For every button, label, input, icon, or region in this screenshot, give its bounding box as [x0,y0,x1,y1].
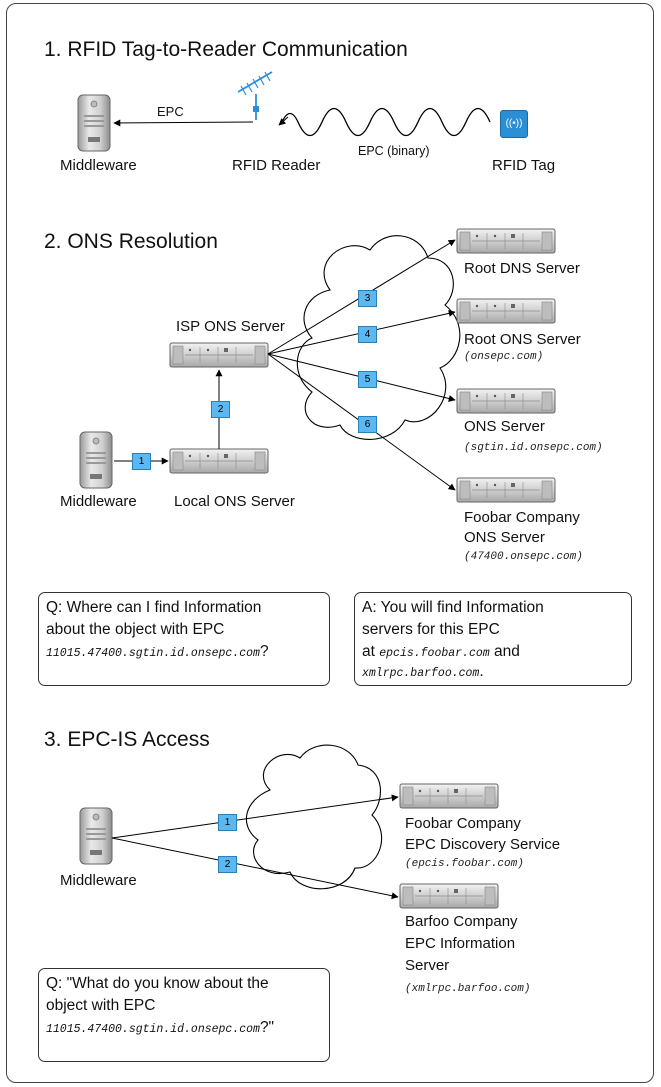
foobar-discovery-domain: (epcis.foobar.com) [405,858,524,870]
step-badge-1: 1 [132,453,151,470]
ons-server-domain: (sgtin.id.onsepc.com) [464,442,603,454]
foobar-ons-label-2: ONS Server [464,529,545,546]
middleware-computer-icon [77,94,111,152]
barfoo-label-3: Server [405,957,450,974]
ons-question-box: Q: Where can I find Information about th… [38,592,330,686]
root-ons-label: Root ONS Server [464,331,581,348]
root-dns-label: Root DNS Server [464,260,580,277]
ons-answer-and: and [489,643,520,660]
barfoo-label-2: EPC Information [405,935,516,952]
ons-question-line-2: about the object with EPC [46,621,225,638]
step-badge-2: 2 [211,401,230,418]
epcis-question-epc: 11015.47400.sgtin.id.onsepc.com [46,1023,260,1036]
middleware-computer-icon-3 [79,807,113,865]
foobar-discovery-server-icon [399,783,499,809]
local-ons-label: Local ONS Server [174,493,295,510]
middleware-label-3: Middleware [60,872,137,889]
epc-arrow [113,119,254,127]
root-dns-server-icon [456,228,556,254]
foobar-ons-domain: (47400.onsepc.com) [464,551,583,563]
step-badge-5: 5 [358,371,377,388]
ons-answer-host-2: xmlrpc.barfoo.com [362,667,480,680]
internet-cloud-2 [245,744,383,890]
ons-answer-at: at [362,643,380,660]
arrow-s3-2 [111,837,399,900]
ons-answer-end: . [479,663,484,680]
ons-answer-line-2: servers for this EPC [362,621,500,638]
rfid-tag-label: RFID Tag [492,157,556,174]
step-badge-3: 3 [358,290,377,307]
arrow-s3-1 [111,794,399,839]
ons-answer-box: A: You will find Information servers for… [354,592,632,686]
root-ons-domain: (onsepc.com) [464,351,544,363]
section-2-title: 2. ONS Resolution [44,230,218,253]
diagram-frame [6,3,654,1083]
middleware-label: Middleware [60,157,137,174]
epcis-question-line-2: object with EPC [46,997,156,1014]
rfid-tag-icon: ((•)) [500,110,528,138]
epc-label: EPC [157,104,184,119]
step-badge-6: 6 [358,416,377,433]
barfoo-label-1: Barfoo Company [405,913,518,930]
barfoo-domain: (xmlrpc.barfoo.com) [405,983,531,995]
s3-step-badge-2: 2 [218,856,237,873]
epcis-question-line-1: Q: "What do you know about the [46,975,269,992]
foobar-ons-label-1: Foobar Company [464,509,580,526]
section-1-title: 1. RFID Tag-to-Reader Communication [44,38,408,61]
rfid-reader-antenna-icon [237,71,273,120]
middleware-computer-icon-2 [79,431,113,489]
rfid-reader-label: RFID Reader [232,157,321,174]
ons-question-epc: 11015.47400.sgtin.id.onsepc.com [46,647,260,660]
isp-ons-label: ISP ONS Server [176,318,285,335]
section-3-title: 3. EPC-IS Access [44,728,210,751]
barfoo-information-server-icon [399,883,499,909]
epcis-question-end: ?" [259,1019,275,1036]
epcis-question-box: Q: "What do you know about the object wi… [38,968,330,1062]
foobar-discovery-label-1: Foobar Company [405,815,521,832]
internet-cloud [296,235,461,440]
radio-wave [281,107,491,137]
ons-server-icon [456,388,556,414]
ons-question-end: ? [259,643,269,660]
radio-wave-arrowhead [278,116,289,126]
ons-answer-line-1: A: You will find Information [362,599,544,616]
isp-ons-server-icon [169,342,269,368]
epc-binary-label: EPC (binary) [358,144,430,158]
foobar-discovery-label-2: EPC Discovery Service [405,836,561,853]
middleware-label-2: Middleware [60,493,137,510]
ons-answer-host-1: epcis.foobar.com [379,647,490,660]
ons-server-label: ONS Server [464,418,545,435]
foobar-ons-server-icon [456,477,556,503]
local-ons-server-icon [169,448,269,474]
root-ons-server-icon [456,298,556,324]
step-badge-4: 4 [358,326,377,343]
ons-question-line-1: Q: Where can I find Information [46,599,262,616]
s3-step-badge-1: 1 [218,814,237,831]
